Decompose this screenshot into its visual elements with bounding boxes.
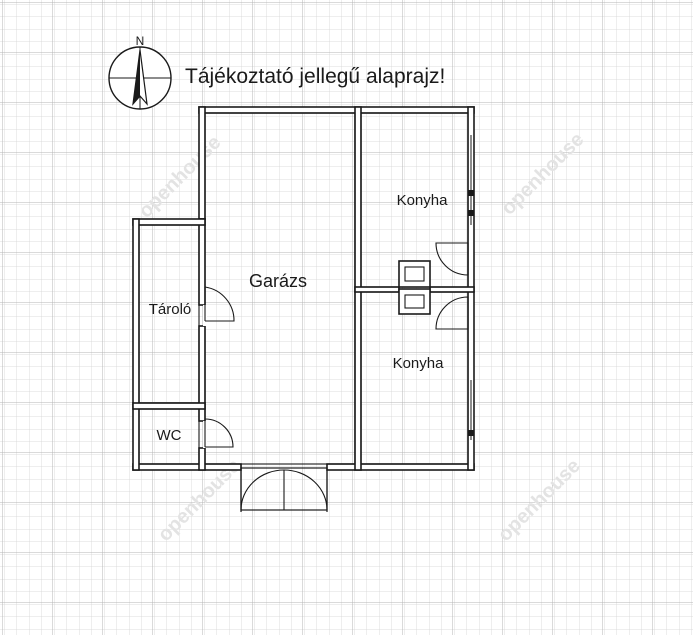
room-label-kitchen-upper: Konyha xyxy=(397,192,449,209)
chimney xyxy=(398,260,431,315)
compass: N xyxy=(108,34,172,110)
storage-door xyxy=(203,286,235,326)
doors xyxy=(203,242,469,512)
room-label-garage: Garázs xyxy=(249,271,307,291)
room-labels: Garázs Konyha Konyha Tároló WC xyxy=(149,192,448,444)
windows xyxy=(468,135,474,440)
room-label-kitchen-lower: Konyha xyxy=(393,355,445,372)
room-label-storage: Tároló xyxy=(149,301,192,318)
kitchen-upper-door xyxy=(435,242,469,276)
kitchen-lower-door xyxy=(435,296,469,330)
wc-door xyxy=(203,418,234,448)
compass-north-label: N xyxy=(136,34,145,48)
room-label-wc: WC xyxy=(157,427,182,444)
plan-title: Tájékoztató jellegű alaprajz! xyxy=(185,65,445,88)
entrance-double-door xyxy=(240,467,328,512)
